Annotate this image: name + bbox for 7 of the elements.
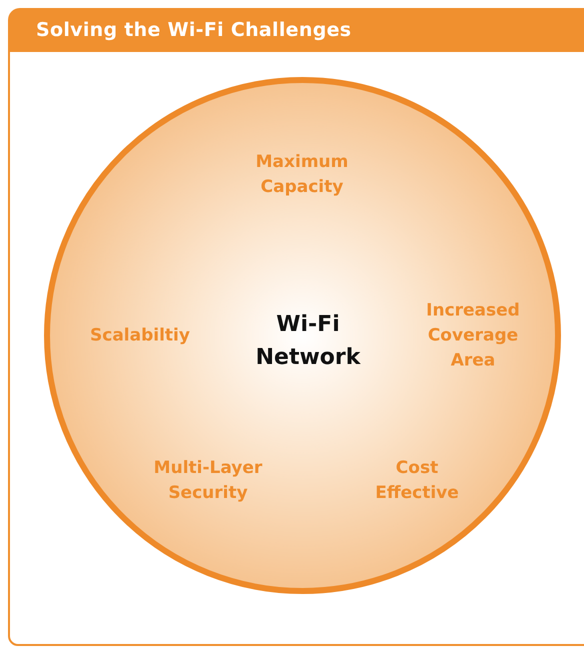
feature-label: Cost Effective [374,457,460,505]
feature-label: Maximum Capacity [254,151,350,199]
title-bar: Solving the Wi-Fi Challenges [8,8,584,52]
feature-label: Increased Coverage Area [425,300,521,372]
feature-label: Multi-Layer Security [152,457,264,505]
center-label: Wi-Fi Network [254,311,362,372]
feature-label: Scalabiltiy [89,324,191,348]
